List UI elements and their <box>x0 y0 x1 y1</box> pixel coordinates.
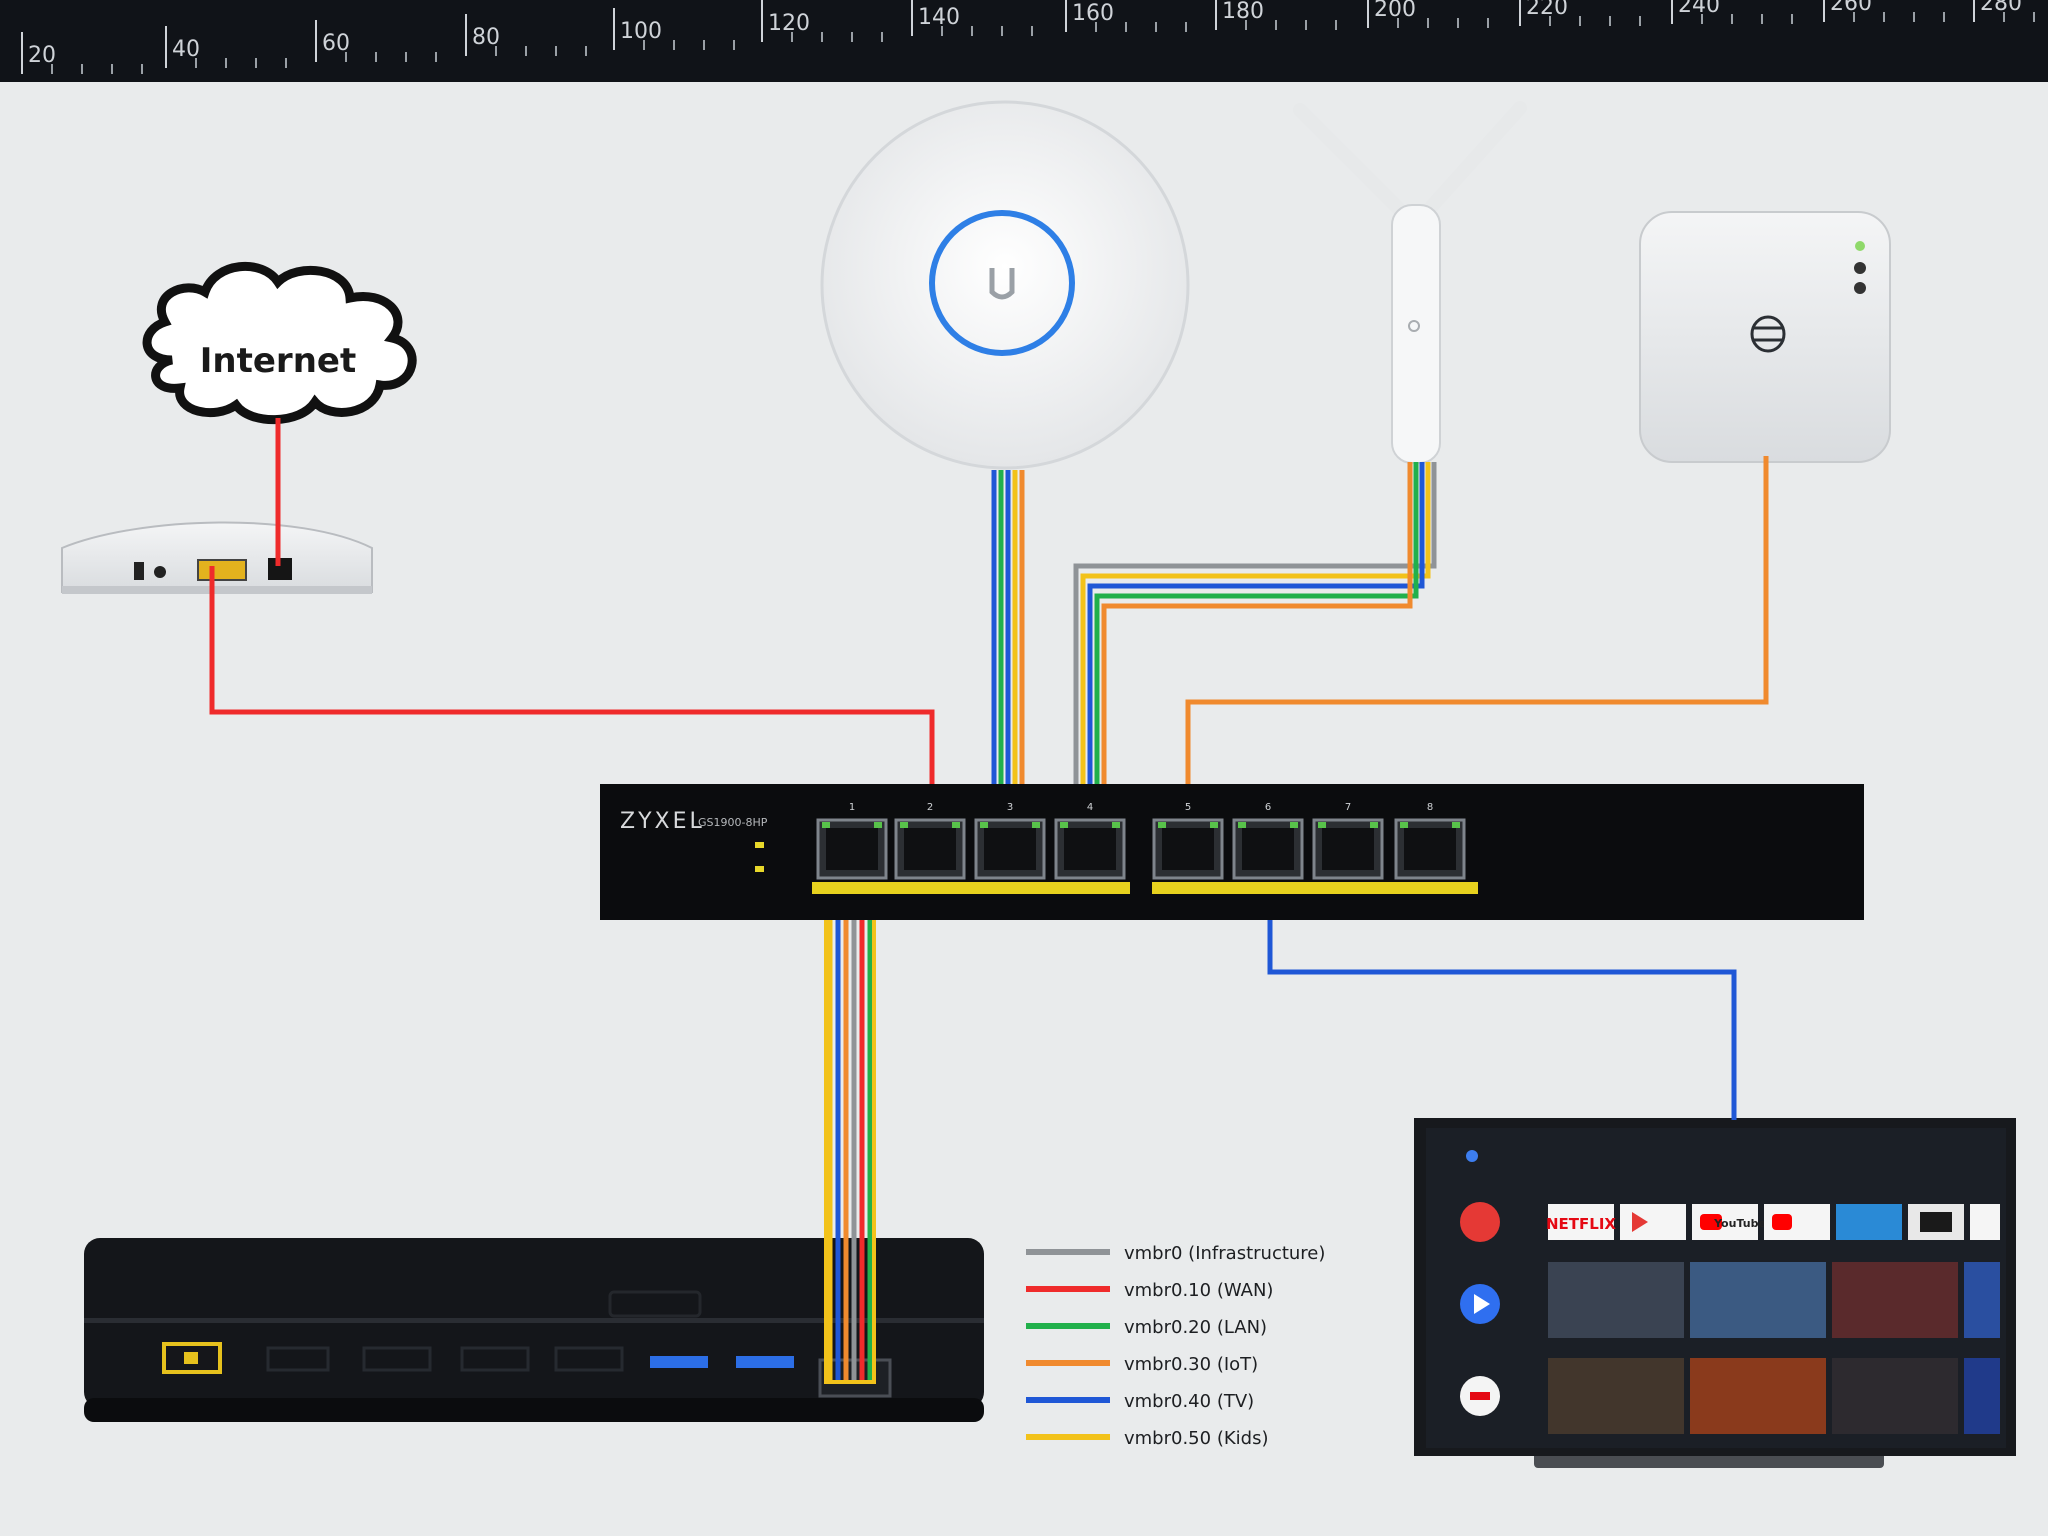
tv-thumbnail <box>1690 1262 1826 1338</box>
ruler-label: 100 <box>620 19 662 44</box>
tv-app-netflix-label: NETFLIX <box>1546 1215 1616 1233</box>
legend-item: vmbr0.50 (Kids) <box>1026 1428 1268 1449</box>
cable-outdoor-ap <box>1087 462 1425 850</box>
cable-outdoor-ap <box>1094 462 1419 850</box>
switch-port-number: 6 <box>1265 802 1271 813</box>
tv-apps-icon <box>1460 1202 1500 1242</box>
switch-port-number: 1 <box>849 802 855 813</box>
legend-label: vmbr0 (Infrastructure) <box>1124 1243 1325 1264</box>
ruler-label: 140 <box>918 5 960 30</box>
outdoor-access-point <box>1293 101 1527 464</box>
modem-device <box>61 521 373 594</box>
switch-brand: ZYXEL <box>620 809 705 834</box>
switch-port-number: 7 <box>1345 802 1351 813</box>
legend-item: vmbr0.40 (TV) <box>1026 1391 1254 1412</box>
ruler-label: 120 <box>768 11 810 36</box>
ubiquiti-logo-icon <box>989 268 1015 300</box>
outdoor-ap-logo-icon <box>1408 320 1420 332</box>
iot-hub-device <box>1639 211 1891 463</box>
legend-item: vmbr0.20 (LAN) <box>1026 1317 1267 1338</box>
legend-item: vmbr0.30 (IoT) <box>1026 1354 1258 1375</box>
tv-app-netflix <box>1548 1204 1614 1240</box>
vlan-legend: vmbr0 (Infrastructure) vmbr0.10 (WAN) vmbr… <box>1026 1243 1325 1449</box>
legend-item: vmbr0 (Infrastructure) <box>1026 1243 1325 1264</box>
modem-yellow-port <box>197 559 247 581</box>
hub-status-led-icon <box>1855 241 1865 251</box>
ruler-label: 60 <box>322 31 350 56</box>
switch-port-6: 6 <box>1232 802 1304 880</box>
ruler-label: 180 <box>1222 0 1264 24</box>
tv-thumbnail <box>1964 1262 2000 1338</box>
switch-port-number: 8 <box>1427 802 1433 813</box>
modem-power-icon <box>154 566 166 578</box>
legend-label: vmbr0.10 (WAN) <box>1124 1280 1273 1301</box>
ap-led-ring-icon <box>929 210 1075 356</box>
switch-pwr-led-icon <box>755 842 764 848</box>
switch-model: GS1900-8HP <box>698 816 768 829</box>
cable-outdoor-ap <box>1073 462 1437 850</box>
switch-poe-bar <box>812 882 1130 894</box>
tv-app-prime-video <box>1836 1204 1902 1240</box>
tv-thumbnail <box>1548 1358 1684 1434</box>
tv-thumbnail <box>1690 1358 1826 1434</box>
switch-port-number: 2 <box>927 802 933 813</box>
ruler-label: 240 <box>1678 0 1720 18</box>
switch-port-1: 1 <box>816 802 888 880</box>
switch-port-7: 7 <box>1312 802 1384 880</box>
switch-poe-bar <box>1152 882 1478 894</box>
switch-port-number: 5 <box>1185 802 1191 813</box>
pc-usb3-port <box>736 1356 794 1368</box>
switch-port-2: 2 <box>894 802 966 880</box>
pc-usb3-port <box>650 1356 708 1368</box>
legend-item: vmbr0.10 (WAN) <box>1026 1280 1273 1301</box>
tv-app-play-movies <box>1620 1204 1686 1240</box>
tv-thumbnail <box>1548 1262 1684 1338</box>
ceiling-access-point <box>820 100 1190 470</box>
internet-label: Internet <box>200 341 356 381</box>
top-ruler: 20 40 60 80 100 120 140 160 180 200 220 240 260 280 <box>0 0 2048 82</box>
modem-wan-port <box>268 558 292 580</box>
switch-port-8: 8 <box>1394 802 1466 880</box>
ruler-label: 80 <box>472 25 500 50</box>
tv-app-play-store <box>1970 1204 2000 1240</box>
legend-label: vmbr0.40 (TV) <box>1124 1391 1254 1412</box>
tv-thumbnail <box>1964 1358 2000 1434</box>
ruler-label: 260 <box>1830 0 1872 16</box>
ruler-label: 200 <box>1374 0 1416 22</box>
mini-pc-server <box>84 1238 984 1422</box>
ruler-label: 20 <box>28 43 56 68</box>
cable-iot-hub <box>1185 456 1769 850</box>
ruler-label: 40 <box>172 37 200 62</box>
legend-label: vmbr0.50 (Kids) <box>1124 1428 1268 1449</box>
tv-app-youtube-label: YouTube <box>1713 1217 1766 1230</box>
ruler-label: 160 <box>1072 1 1114 26</box>
legend-label: vmbr0.30 (IoT) <box>1124 1354 1258 1375</box>
cable-outdoor-ap <box>1101 462 1413 850</box>
ruler-label: 220 <box>1526 0 1568 20</box>
zyxel-switch: ZYXEL GS1900-8HP 1 2 3 4 5 6 7 8 <box>600 784 1864 920</box>
cable-outdoor-ap <box>1080 462 1431 850</box>
switch-port-4: 4 <box>1054 802 1126 880</box>
ruler-label: 280 <box>1980 0 2022 16</box>
google-assistant-icon <box>1466 1150 1478 1162</box>
switch-sys-led-icon <box>755 866 764 872</box>
tv-thumbnail <box>1832 1358 1958 1434</box>
switch-port-number: 4 <box>1087 802 1093 813</box>
switch-port-number: 3 <box>1007 802 1013 813</box>
switch-port-3: 3 <box>974 802 1046 880</box>
cable-wan-modem <box>209 566 935 850</box>
tv-thumbnail <box>1832 1262 1958 1338</box>
legend-label: vmbr0.20 (LAN) <box>1124 1317 1267 1338</box>
switch-port-5: 5 <box>1152 802 1224 880</box>
modem-port <box>134 562 144 580</box>
hub-logo-icon <box>1750 315 1786 353</box>
internet-cloud: Internet <box>142 261 417 425</box>
android-tv: NETFLIX YouTube <box>1414 1118 2016 1468</box>
